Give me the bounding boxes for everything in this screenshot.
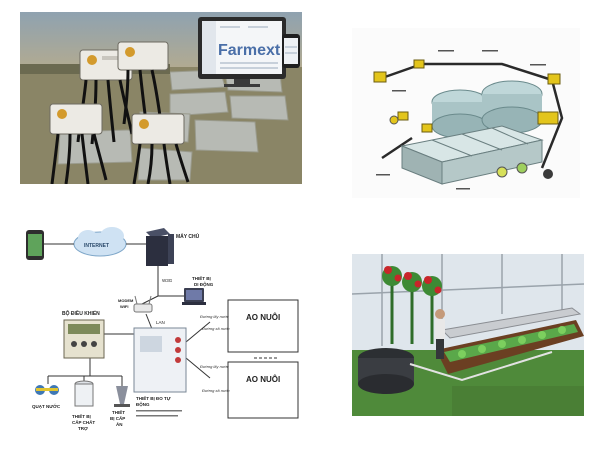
smartphone-icon [26, 230, 44, 260]
wifi-modem-icon [133, 295, 153, 313]
hydroponic-beds [436, 307, 584, 374]
pipelines [381, 62, 564, 169]
feeder-icon [114, 386, 130, 407]
paddle-wheel-icons [35, 385, 59, 395]
sensor-icons [389, 115, 553, 179]
lan-label: LAN [156, 320, 165, 325]
iot-device-4 [131, 113, 190, 184]
feeder-label-2: BỊ CẤP [110, 415, 125, 421]
w3g-label: W3G [162, 278, 173, 283]
modem-label-1: MODEM [118, 298, 134, 303]
control-network-diagram: INTERNET MÁY CHỦ W3G [26, 227, 299, 431]
farm-aerial-scene [20, 12, 302, 184]
water-pipe [409, 351, 553, 382]
server-label: MÁY CHỦ [176, 233, 200, 240]
fan-label: QUẠT NƯỚC [32, 402, 61, 409]
mobile-device-label-2: DI ĐỘNG [194, 280, 214, 287]
water-treatment-diagram-panel [352, 28, 580, 198]
iot-device-3 [49, 103, 108, 184]
cabinet-label-2: ĐỘNG [136, 400, 150, 407]
line-out-label-2: Đường xả nước [202, 388, 230, 393]
control-network-diagram-panel: INTERNET MÁY CHỦ W3G [18, 218, 318, 446]
internet-cloud-icon [73, 227, 127, 257]
dosing-label-2: CẤP CHẤT [72, 419, 95, 425]
line-in-label-2: Đường lấy nước [200, 364, 229, 369]
settling-basins [400, 125, 544, 185]
monitor-dashboard [198, 17, 286, 87]
controller-box [63, 319, 105, 359]
pond-label-1: AO NUÔI [246, 313, 280, 322]
tomato-plants [382, 266, 442, 344]
tiny-label-marks [376, 50, 546, 190]
measuring-cabinet [133, 327, 187, 393]
fish-tank [358, 348, 414, 394]
dosing-tank-icon [74, 380, 94, 407]
phone-dashboard [282, 34, 300, 68]
line-out-label-1: Đường xả nước [202, 326, 230, 331]
iot-device-2 [117, 41, 169, 125]
dosing-label-3: TRỢ [78, 426, 88, 431]
round-tank-2 [481, 80, 543, 134]
cabinet-caption-lines [136, 410, 182, 417]
feeder-label-1: THIẾT [112, 409, 125, 415]
farmext-brand: Farmext [218, 42, 281, 59]
cabinet-label-1: THIẾT BỊ ĐO TỰ [136, 395, 171, 401]
controller-label: BỘ ĐIỀU KHIỂN [62, 309, 100, 317]
dosing-label-1: THIẾT BỊ [72, 413, 91, 419]
aquaponics-illustration-panel [352, 254, 584, 416]
pond-label-2: AO NUÔI [246, 375, 280, 384]
modem-label-2: WIFI [120, 304, 128, 309]
pump-units [373, 59, 561, 133]
mobile-device-icon [182, 288, 206, 305]
pond-box-2 [227, 361, 299, 419]
server-icon [146, 228, 174, 266]
water-treatment-scene [373, 50, 564, 190]
feeder-label-3: ĂN [116, 421, 123, 427]
line-in-label-1: Đường lấy nước [200, 314, 229, 319]
mobile-device-label-1: THIẾT BỊ [192, 275, 211, 281]
pond-box-1 [227, 299, 299, 353]
internet-label: INTERNET [84, 243, 109, 249]
farmer-figure [435, 309, 445, 359]
farm-aerial-photo-panel: Farmext [20, 12, 302, 184]
aquaponics-scene [352, 254, 584, 416]
